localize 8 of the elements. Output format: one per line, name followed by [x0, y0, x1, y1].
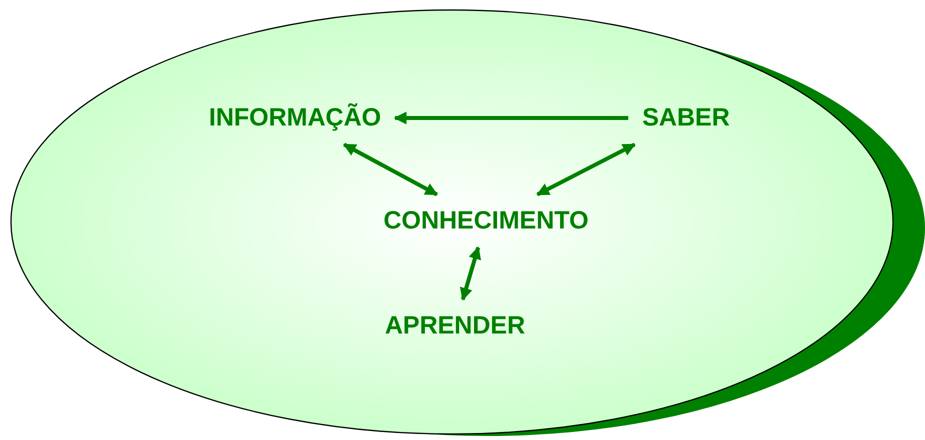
concept-label: CONHECIMENTO	[379, 204, 593, 238]
arrow	[394, 112, 628, 124]
arrow	[536, 142, 636, 196]
concept-label: INFORMAÇÃO	[204, 102, 386, 134]
arrow	[343, 142, 438, 196]
concept-label: SABER	[638, 102, 734, 134]
arrow	[460, 246, 482, 301]
concept-label: APRENDER	[380, 310, 530, 342]
